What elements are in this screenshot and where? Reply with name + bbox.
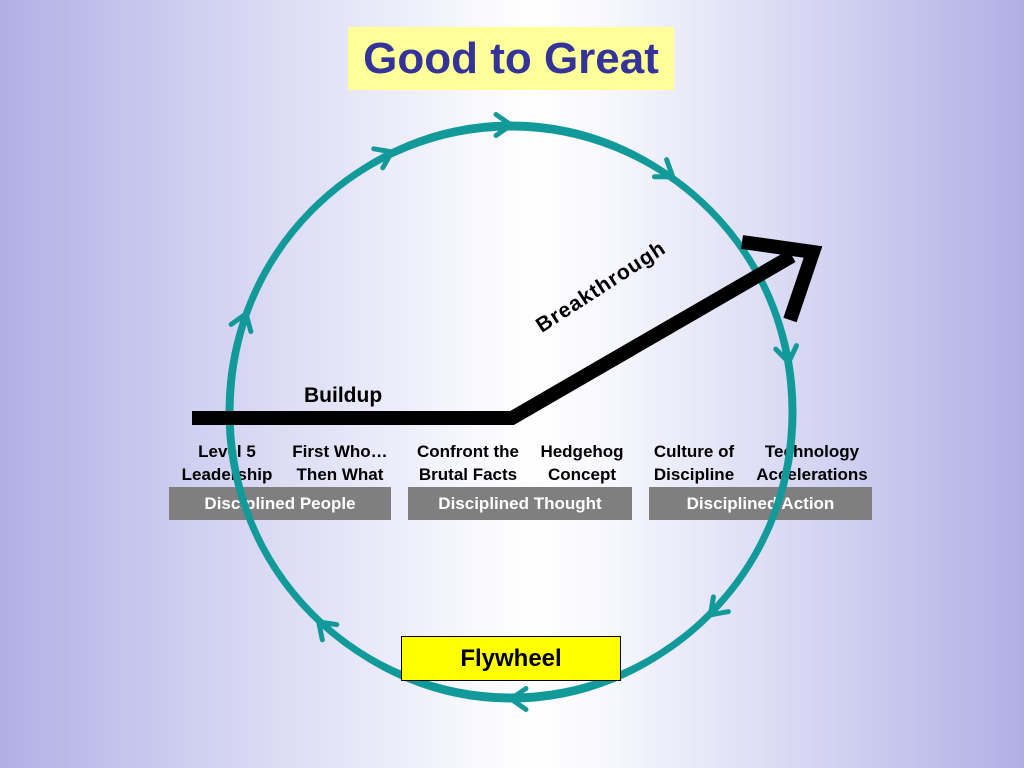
page-title: Good to Great: [348, 27, 674, 90]
title-text: Good to Great: [363, 33, 659, 83]
ring-arrow-chevron-icon: [371, 146, 396, 171]
flywheel-label-box: Flywheel: [401, 636, 621, 681]
breakthrough-arrowhead-icon: [741, 235, 823, 323]
concept-confront-brutal-facts: Confront the Brutal Facts: [417, 442, 519, 484]
ring-arrow-chevron-icon: [506, 686, 529, 712]
ring-arrow-chevron-icon: [493, 112, 516, 138]
group-disciplined-action: Disciplined Action: [649, 487, 872, 520]
concept-hedgehog-concept: Hedgehog Concept: [540, 442, 624, 484]
growth-path: [192, 235, 823, 425]
concept-first-who-then-what: First Who… Then What: [292, 442, 388, 484]
flywheel-label: Flywheel: [460, 644, 562, 672]
buildup-label: Buildup: [304, 384, 383, 407]
concept-level-5-leadership: Level 5 Leadership: [181, 442, 273, 484]
ring-arrow-chevron-icon: [315, 618, 340, 643]
ring-arrow-chevron-icon: [651, 157, 677, 180]
growth-path-line: [192, 249, 796, 425]
ring-arrow-chevron-icon: [707, 594, 731, 619]
ring-arrow-chevron-icon: [228, 309, 254, 334]
concept-culture-of-discipline: Culture of Discipline: [653, 442, 735, 484]
group-disciplined-thought: Disciplined Thought: [408, 487, 632, 520]
ring-arrow-chevron-icon: [773, 343, 800, 367]
flywheel-direction-arrows: [228, 112, 800, 712]
